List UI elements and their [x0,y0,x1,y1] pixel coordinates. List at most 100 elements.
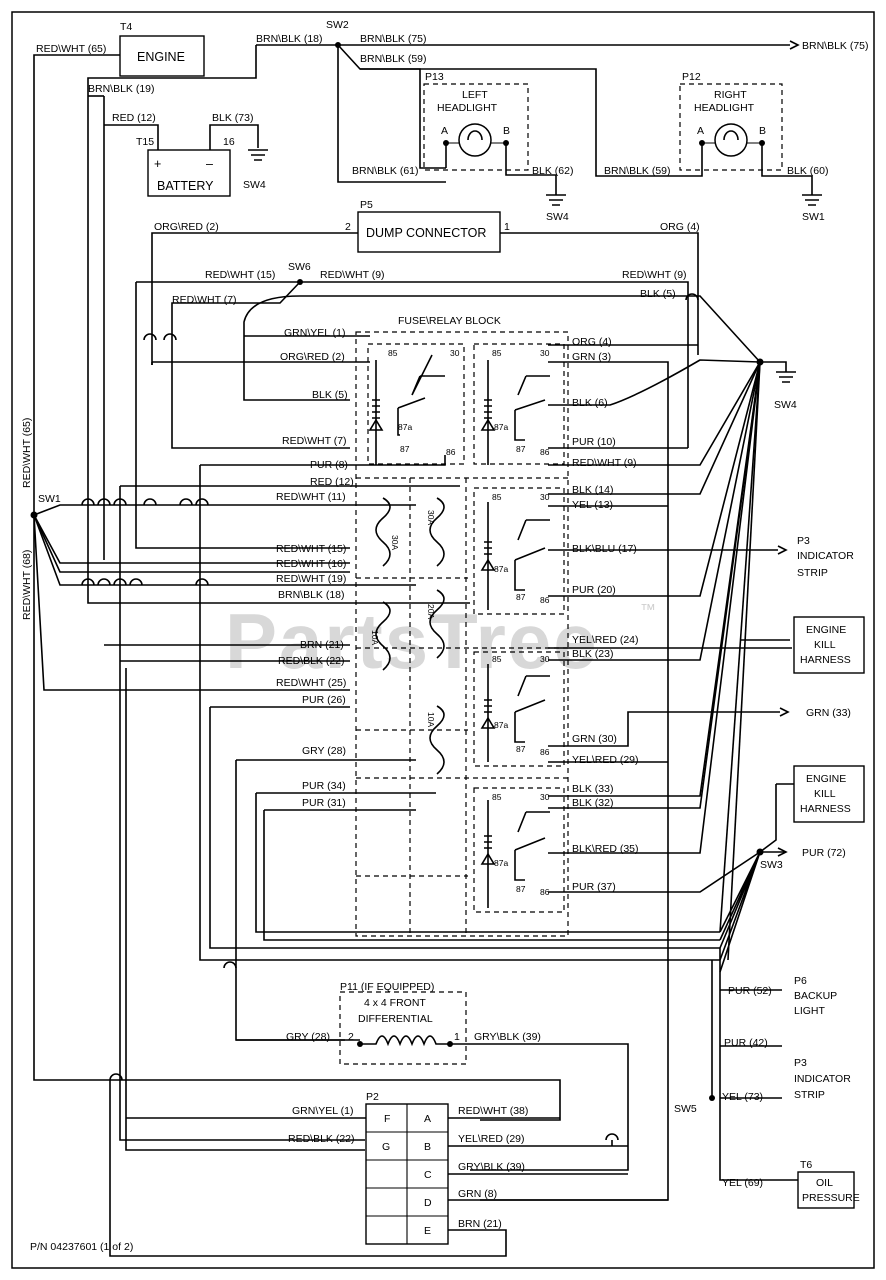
wire-pur8: PUR (8) [310,459,348,471]
wire-blk14: BLK (14) [572,484,613,496]
p2-pin-c: C [424,1169,432,1181]
p11-pin1: 1 [454,1031,460,1043]
fuse-block-title: FUSE\RELAY BLOCK [398,315,501,327]
wire-blk5-top: BLK (5) [640,288,676,300]
wire-brn21: BRN (21) [300,639,344,651]
p6-ref: P6 [794,975,807,987]
wire-blk32: BLK (32) [572,797,613,809]
svg-text:86: 86 [540,595,550,605]
p6-l2: LIGHT [794,1005,826,1017]
engine-kill-1-l3: HARNESS [800,654,851,666]
wire-gryblk39-p11: GRY\BLK (39) [474,1031,541,1043]
dump-connector-label: DUMP CONNECTOR [366,226,486,240]
wire-redwht16: RED\WHT (16) [276,558,346,570]
wire-org4-top: ORG (4) [660,221,700,233]
p13-ref: P13 [425,71,444,83]
engine-kill-harness-1-box [793,616,865,674]
t6-ref: T6 [800,1159,812,1171]
dump-connector-pin1: 1 [504,221,510,233]
p3-bottom-l2: STRIP [794,1089,825,1101]
engine-kill-1-l2: KILL [814,639,836,651]
wire-blk73: BLK (73) [212,112,253,124]
svg-text:30A: 30A [390,535,400,550]
relay-4: 85 30 87a 87 86 [473,651,565,767]
p11-l1: P11 (IF EQUIPPED) [340,981,434,993]
wire-brnblk18: BRN\BLK (18) [278,589,345,601]
oil-pressure-l2: PRESSURE [802,1192,860,1204]
p3-bottom-ref: P3 [794,1057,807,1069]
wire-blk62: BLK (62) [532,165,573,177]
wire-blk60: BLK (60) [787,165,828,177]
engine-label: ENGINE [137,50,185,64]
p11-pin2: 2 [348,1031,354,1043]
wire-grnyel1-p2: GRN\YEL (1) [292,1105,353,1117]
right-headlight-name1: RIGHT [714,89,747,101]
diagram-border [11,11,875,1269]
wire-crossings [81,293,699,1141]
wire-yel73: YEL (73) [722,1091,763,1103]
p3-top-ref: P3 [797,535,810,547]
wire-redblk22: RED\BLK (22) [278,655,345,667]
wire-brnblk19: BRN\BLK (19) [88,83,155,95]
svg-text:87a: 87a [398,422,412,432]
relay-2: 85 30 87a 87 86 [473,343,565,465]
fuse-30a-1: 30A [375,497,400,567]
wire-redwht7-top: RED\WHT (7) [172,294,237,306]
battery-minus: – [206,157,213,171]
p3-bottom-l1: INDICATOR [794,1073,851,1085]
watermark-tm: ™ [640,602,656,619]
wire-pur20: PUR (20) [572,584,616,596]
sw1-label: SW1 [38,493,61,505]
engine-box [119,35,205,77]
p12-ref: P12 [682,71,701,83]
relay-5: 85 30 87a 87 86 [473,787,565,913]
battery-box [147,149,231,197]
svg-text:87: 87 [516,744,526,754]
svg-text:10A: 10A [370,630,380,645]
wire-blkred35: BLK\RED (35) [572,843,639,855]
wire-redwht65-side: RED\WHT (65) [21,418,33,488]
wire-pur37: PUR (37) [572,881,616,893]
wire-blk23: BLK (23) [572,648,613,660]
wire-org4: ORG (4) [572,336,612,348]
wire-gryblk39-p2: GRY\BLK (39) [458,1161,525,1173]
wire-redwht38: RED\WHT (38) [458,1105,528,1117]
svg-text:30: 30 [450,348,460,358]
dump-connector-box [357,211,501,253]
sw2-label: SW2 [326,19,349,31]
engine-kill-2-l3: HARNESS [800,803,851,815]
wire-redwht19: RED\WHT (19) [276,573,346,585]
wire-orgred2-top: ORG\RED (2) [154,221,219,233]
wire-brnblk61: BRN\BLK (61) [352,165,419,177]
t4-ref: T4 [120,21,132,33]
wire-red12-batt: RED (12) [112,112,156,124]
svg-text:86: 86 [446,447,456,457]
wire-brnblk75: BRN\BLK (75) [360,33,427,45]
wire-pur34: PUR (34) [302,780,346,792]
svg-text:86: 86 [540,747,550,757]
svg-text:86: 86 [540,887,550,897]
wire-pur26: PUR (26) [302,694,346,706]
svg-text:10A: 10A [426,712,436,727]
right-headlight-name2: HEADLIGHT [694,102,755,114]
wire-redwht9-right: RED\WHT (9) [622,269,687,281]
wire-brn21-p2: BRN (21) [458,1218,502,1230]
left-headlight-box [423,83,529,171]
wire-yelred29: YEL\RED (29) [572,754,639,766]
wire-brnblk59-top: BRN\BLK (59) [360,53,427,65]
left-headlight-a: A [441,125,448,137]
sw1-right-label: SW1 [802,211,825,223]
watermark: PartsTree [225,597,599,685]
dump-connector-pin2: 2 [345,221,351,233]
svg-text:85: 85 [388,348,398,358]
right-headlight-b: B [759,125,766,137]
wire-grn30: GRN (30) [572,733,617,745]
oil-pressure-l1: OIL [816,1177,833,1189]
relay-3: 85 30 87a 87 86 [473,487,565,615]
wire-brnblk59: BRN\BLK (59) [604,165,671,177]
svg-text:87: 87 [400,444,410,454]
battery-ref: T15 [136,136,154,148]
svg-text:20A: 20A [426,604,436,619]
svg-text:87a: 87a [494,422,508,432]
wire-redwht15: RED\WHT (15) [276,543,346,555]
